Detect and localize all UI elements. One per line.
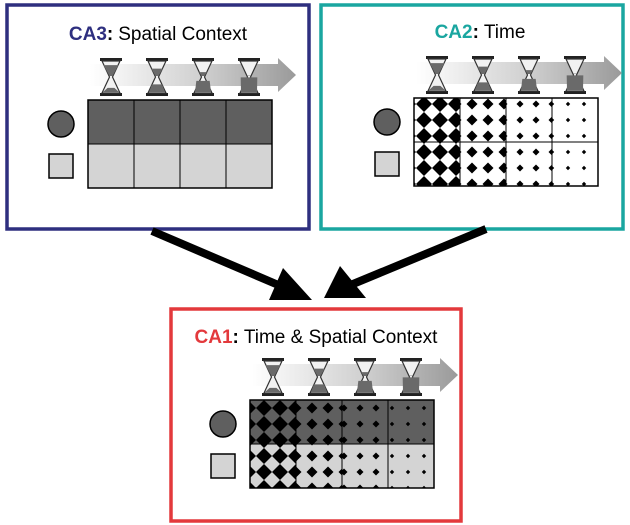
panel-ca2-body [373, 56, 622, 187]
panel-ca1-body [209, 358, 458, 489]
panel-ca3-title: CA3:Spatial Context [69, 24, 248, 45]
panel-ca3-body [47, 58, 296, 189]
arrow-ca2-to-ca1-icon [324, 225, 488, 298]
square-icon [374, 151, 400, 177]
circle-icon [47, 110, 75, 138]
grid-cell [88, 100, 134, 144]
panel-ca2: CA2:Time [319, 3, 625, 231]
grid-cell [134, 144, 180, 188]
hourglass-icon [100, 58, 122, 96]
grid-cell [180, 100, 226, 144]
hourglass-icon [472, 56, 494, 94]
circle-icon [209, 410, 237, 438]
panel-ca1-title: CA1:Time & Spatial Context [195, 327, 439, 348]
hourglass-icon [354, 358, 376, 396]
hourglass-icon [308, 358, 330, 396]
square-icon [210, 453, 236, 479]
square-icon [48, 153, 74, 179]
hourglass-icon [564, 56, 586, 94]
grid-cell [88, 144, 134, 188]
grid-cell [134, 100, 180, 144]
circle-icon [373, 108, 401, 136]
panel-ca1: CA1:Time & Spatial Context [169, 307, 463, 523]
panel-ca3: CA3:Spatial Context [5, 3, 311, 231]
hourglass-icon [518, 56, 540, 94]
grid-cell [226, 144, 272, 188]
arrow-ca3-to-ca1-icon [150, 227, 312, 300]
hourglass-icon [146, 58, 168, 96]
hourglass-icon [426, 56, 448, 94]
hourglass-icon [400, 358, 422, 396]
panel-ca2-title: CA2:Time [435, 22, 526, 43]
grid-cell [180, 144, 226, 188]
hourglass-icon [262, 358, 284, 396]
hourglass-icon [238, 58, 260, 96]
hourglass-icon [192, 58, 214, 96]
grid-cell [226, 100, 272, 144]
